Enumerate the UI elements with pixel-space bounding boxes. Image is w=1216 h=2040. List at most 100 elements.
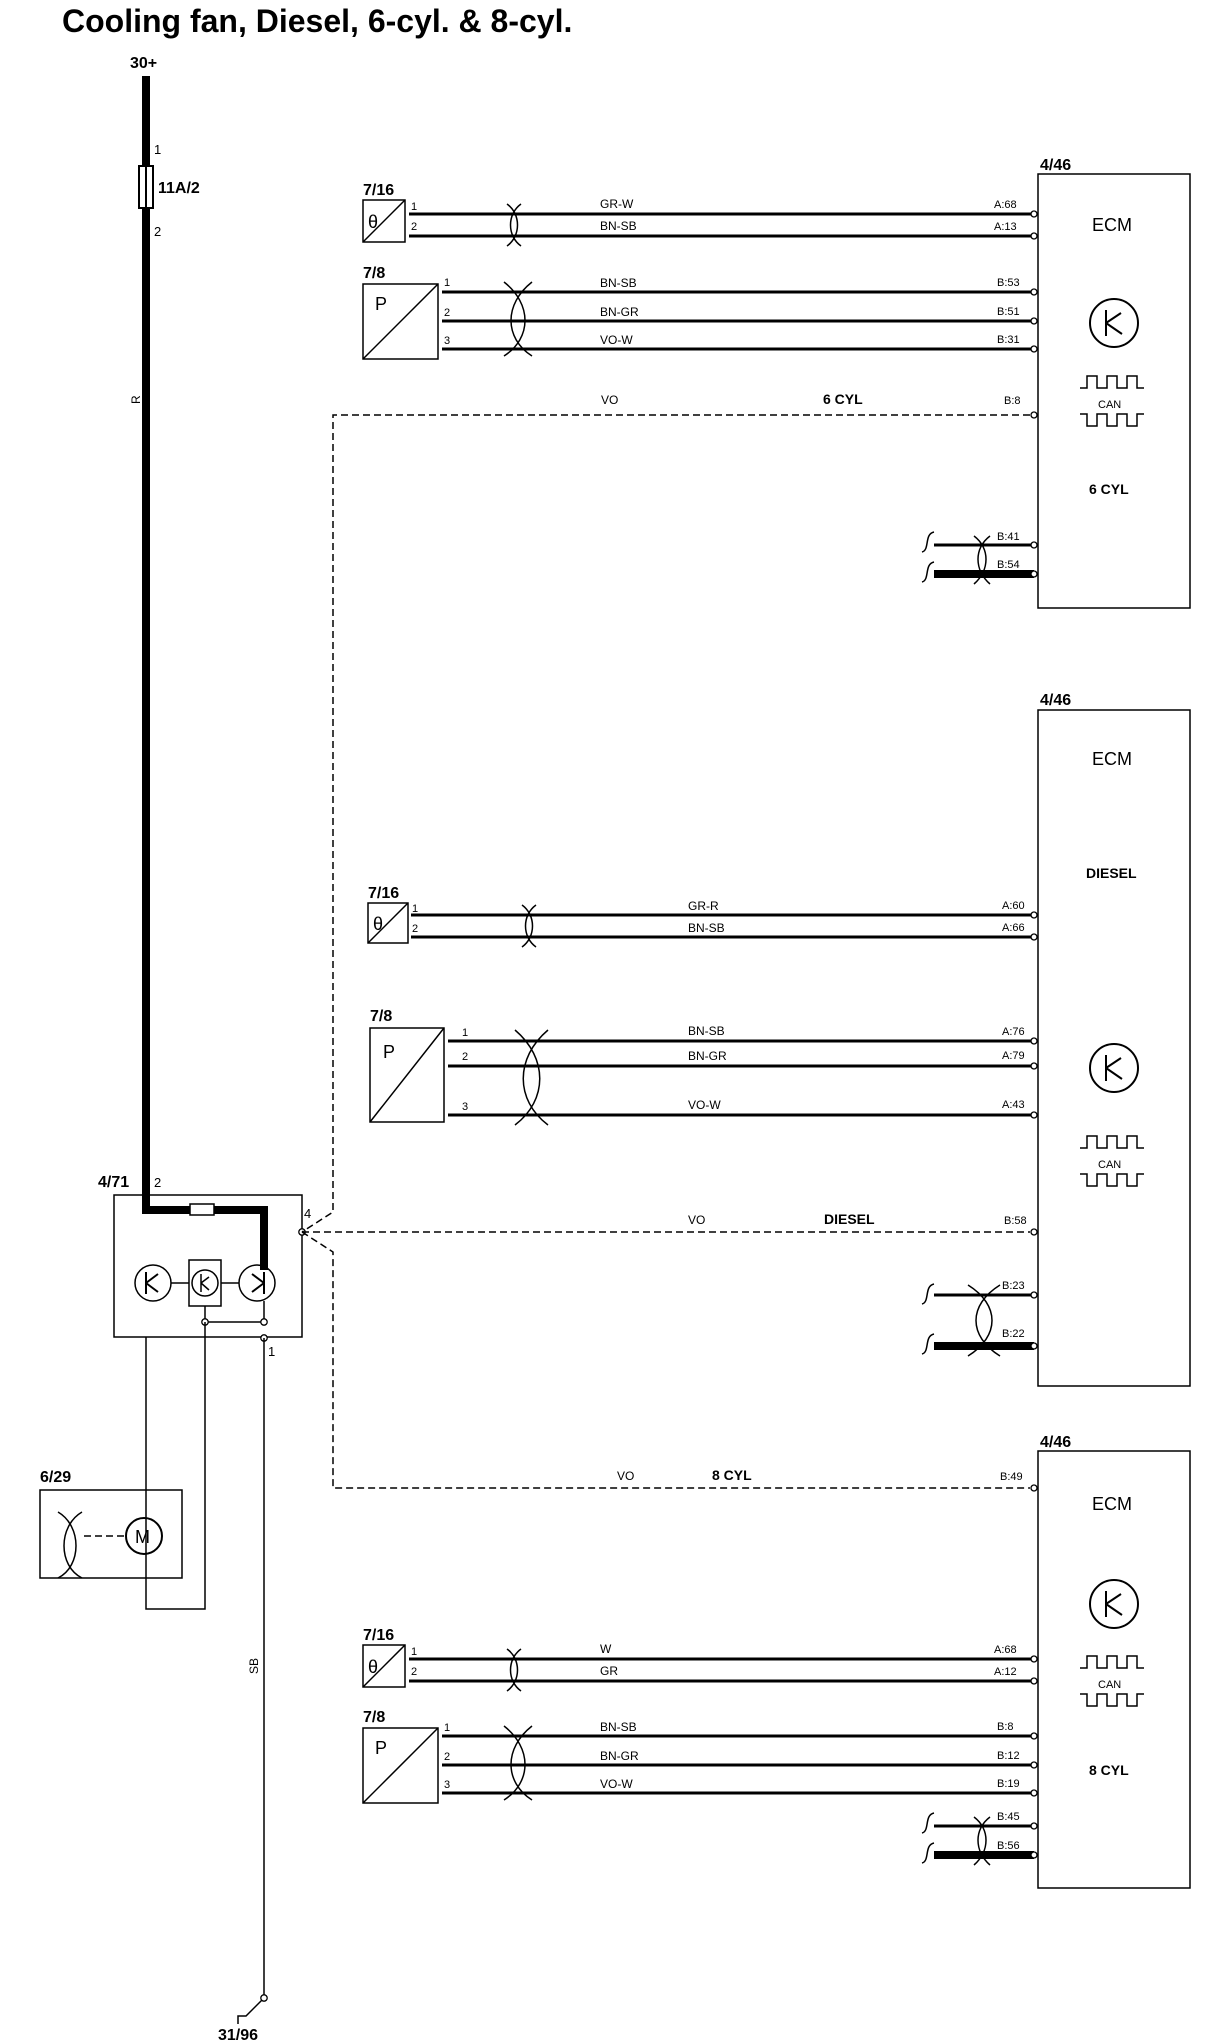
ground-label: 31/96 [218, 2027, 258, 2040]
ecm-8cyl-ref: 4/46 [1040, 1434, 1071, 1451]
relay-pin-supply: 2 [154, 1175, 161, 1190]
fan-control-color-6cyl: VO [601, 393, 618, 407]
ecm-6cyl-box [1037, 173, 1191, 609]
ecm-8cyl-name: ECM [1092, 1494, 1132, 1514]
pin-dot [1030, 210, 1038, 218]
ecm-8cyl-can-wave-icon [1080, 1655, 1144, 1669]
pin-dot [1030, 1761, 1038, 1769]
pressure-sensor-6cyl-pin3: 3 [444, 335, 450, 347]
wire-diesel-temp-2-color: BN-SB [688, 921, 725, 935]
ecm-diesel-name: ECM [1092, 749, 1132, 769]
relay-node-b [260, 1318, 268, 1326]
pin-dot [1030, 1484, 1038, 1492]
pin-dot [1030, 911, 1038, 919]
fan-icon [63, 1511, 83, 1579]
pin-dot [1030, 1342, 1038, 1350]
fuse-label: 11A/2 [158, 180, 200, 197]
fan-control-term-8cyl: B:49 [1000, 1471, 1023, 1483]
temp-sensor-diesel-pin1: 1 [412, 903, 418, 915]
ecm-6cyl-transistor-icon [1089, 298, 1139, 348]
pin-dot [1030, 933, 1038, 941]
ecm-diesel-can-label: CAN [1098, 1159, 1121, 1171]
pin-dot [1030, 317, 1038, 325]
ecm-8cyl-can-label: CAN [1098, 1679, 1121, 1691]
wire-8cyl-p-2-term: B:12 [997, 1750, 1020, 1762]
relay-control-chip [188, 1259, 222, 1307]
ecm-diesel-can-wave-icon-2 [1080, 1173, 1144, 1187]
right-transistor-leads [251, 1272, 265, 1294]
wire-8cyl-p-1-color: BN-SB [600, 1720, 637, 1734]
wire-diesel-p-3-term: A:43 [1002, 1099, 1025, 1111]
pin-dot [1030, 288, 1038, 296]
pressure-sensor-6cyl-pin2: 2 [444, 307, 450, 319]
can-diesel-break-icon [921, 1283, 935, 1355]
can-diesel-term-a: B:23 [1002, 1280, 1025, 1292]
pressure-sensor-6cyl-pin1: 1 [444, 277, 450, 289]
wire-6cyl-p-2-color: BN-GR [600, 305, 639, 319]
temp-sensor-8cyl-symbol: θ [368, 1657, 378, 1677]
pressure-sensor-diesel-ref: 7/8 [370, 1008, 392, 1025]
fan-control-color-diesel: VO [688, 1213, 705, 1227]
can-6cyl-break-icon [921, 531, 935, 583]
temp-sensor-8cyl-diag [362, 1644, 406, 1688]
wire-8cyl-temp-2-color: GR [600, 1664, 618, 1678]
wire-6cyl-temp-2-color: BN-SB [600, 219, 637, 233]
wire-diesel-p-1-term: A:76 [1002, 1026, 1025, 1038]
pressure-sensor-8cyl-diag [362, 1727, 439, 1804]
ecm-6cyl-can-wave-icon [1080, 375, 1144, 389]
pin-dot [1030, 1822, 1038, 1830]
temp-sensor-diesel-ref: 7/16 [368, 885, 399, 902]
wire-8cyl-p-3-color: VO-W [600, 1777, 633, 1791]
pressure-sensor-8cyl-symbol: P [375, 1738, 387, 1758]
ecm-6cyl-variant: 6 CYL [1089, 481, 1129, 497]
wire-6cyl-temp-2-term: A:13 [994, 221, 1017, 233]
pressure-sensor-diesel-pin2: 2 [462, 1051, 468, 1063]
ground-dot [260, 1994, 268, 2002]
pin-dot [1030, 1732, 1038, 1740]
can-6cyl-term-b: B:54 [997, 559, 1020, 571]
temp-sensor-6cyl-symbol: θ [368, 212, 378, 232]
pressure-sensor-6cyl-diag [362, 283, 439, 360]
wire-8cyl-p-2-color: BN-GR [600, 1749, 639, 1763]
ecm-6cyl-name: ECM [1092, 215, 1132, 235]
ecm-6cyl-can-wave-icon-2 [1080, 413, 1144, 427]
wire-6cyl-p-2-term: B:51 [997, 306, 1020, 318]
ecm-diesel-ref: 4/46 [1040, 692, 1071, 709]
fan-control-variant-diesel: DIESEL [824, 1211, 875, 1227]
wire-diesel-p-1-color: BN-SB [688, 1024, 725, 1038]
wire-8cyl-p-3-term: B:19 [997, 1778, 1020, 1790]
fan-motor-label: 6/29 [40, 1469, 71, 1486]
wire-8cyl-p-1-term: B:8 [997, 1721, 1014, 1733]
relay-internal-fuse [189, 1203, 215, 1216]
ecm-8cyl-transistor-icon [1089, 1579, 1139, 1629]
ecm-8cyl-can-wave-icon-2 [1080, 1693, 1144, 1707]
ecm-8cyl-variant: 8 CYL [1089, 1762, 1129, 1778]
ecm-6cyl-ref: 4/46 [1040, 157, 1071, 174]
pin-dot [1030, 1677, 1038, 1685]
can-8cyl-break-icon [921, 1812, 935, 1864]
pin-dot [1030, 232, 1038, 240]
ecm-8cyl-transistor-leads [1105, 1591, 1123, 1617]
ecm-6cyl-transistor-leads [1105, 310, 1123, 336]
pressure-sensor-diesel-pin3: 3 [462, 1101, 468, 1113]
wire-6cyl-temp-1-term: A:68 [994, 199, 1017, 211]
wire-8cyl-temp-1-color: W [600, 1642, 612, 1656]
pressure-sensor-diesel-diag [369, 1027, 445, 1123]
temp-sensor-8cyl-pin2: 2 [411, 1666, 417, 1678]
pin-dot [1030, 1291, 1038, 1299]
ecm-diesel-transistor-leads [1105, 1055, 1123, 1081]
ecm-diesel-can-wave-icon [1080, 1135, 1144, 1149]
fan-control-color-8cyl: VO [617, 1469, 634, 1483]
ecm-6cyl-group: 4/46 ECM CAN 6 CYL 7/16 θ 1 2 GR-W BN-SB… [362, 157, 1191, 609]
pressure-sensor-8cyl-ref: 7/8 [363, 1709, 385, 1726]
ground-symbol [237, 1997, 265, 2024]
can-8cyl-term-b: B:56 [997, 1840, 1020, 1852]
temp-sensor-8cyl-pin1: 1 [411, 1646, 417, 1658]
pin-dot [1030, 345, 1038, 353]
motor-feed-wires [145, 1322, 206, 1610]
twist-8cyl-temp [506, 1648, 522, 1692]
fan-control-variant-6cyl: 6 CYL [823, 391, 863, 407]
diagram-title: Cooling fan, Diesel, 6-cyl. & 8-cyl. [62, 3, 572, 39]
ecm-diesel-transistor-icon [1089, 1043, 1139, 1093]
